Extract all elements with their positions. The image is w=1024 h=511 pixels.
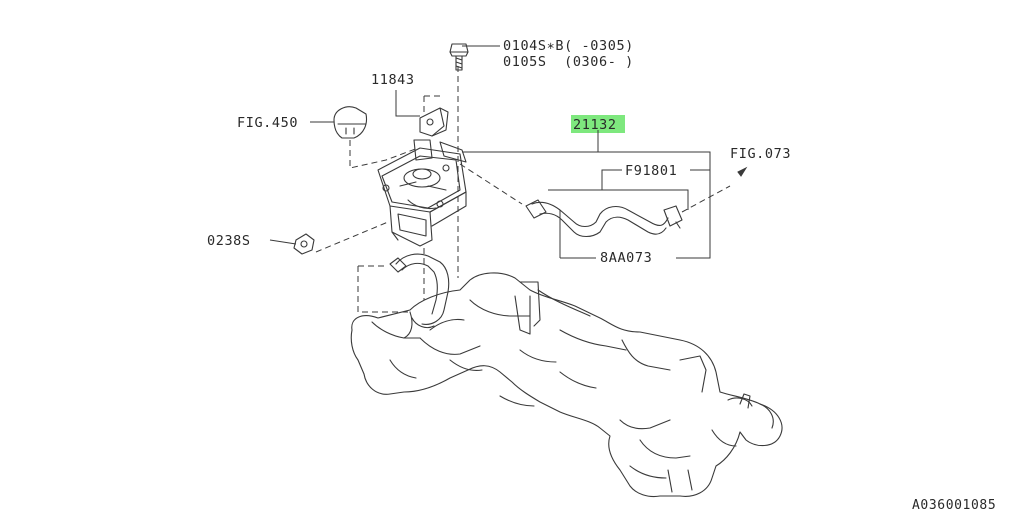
label-hose-front: F91801 xyxy=(625,163,677,179)
bracket-part xyxy=(419,107,449,137)
arrow-fig-073 xyxy=(737,166,748,177)
hose-assembly-part xyxy=(525,199,683,238)
label-hose-rear: 8AA073 xyxy=(600,250,652,266)
leader-lines xyxy=(269,45,711,259)
canister-body xyxy=(377,139,467,247)
label-fig-450: FIG.450 xyxy=(237,115,298,131)
label-fig-073: FIG.073 xyxy=(730,146,791,162)
label-bolt-line2: 0105S (0306- ) xyxy=(503,54,634,70)
bolt-part xyxy=(449,43,469,71)
dashed-guides xyxy=(315,66,731,313)
part-number-highlight xyxy=(571,115,625,133)
label-hose-assembly: 21132 xyxy=(573,117,617,133)
label-grommet: 0238S xyxy=(207,233,251,249)
grommet-part xyxy=(293,233,315,255)
label-bolt-line1: 0104S∗B( -0305) xyxy=(503,38,634,54)
label-diagram-code: A036001085 xyxy=(912,498,996,511)
cap-part xyxy=(333,106,368,139)
intake-manifold xyxy=(350,272,783,498)
lower-hose xyxy=(389,253,450,329)
label-bracket: 11843 xyxy=(371,72,415,88)
